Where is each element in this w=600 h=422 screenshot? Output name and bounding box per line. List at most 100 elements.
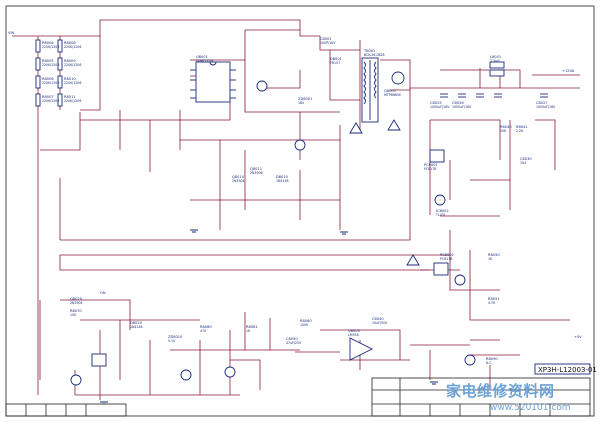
component-value: 2N3904 [232, 179, 245, 183]
component-value: MTP8N65E [384, 93, 401, 97]
component-ref: C8030 [520, 157, 532, 161]
transistor-symbol [224, 366, 236, 378]
port-label: +12VA [562, 69, 575, 73]
component-value: 220K/1206 [42, 45, 59, 49]
component-value: 220K/1206 [64, 81, 81, 85]
component-value: 1000uF/16V [452, 105, 472, 109]
ic-package [195, 61, 231, 103]
title-block [371, 377, 591, 417]
resistor-symbol [35, 57, 41, 71]
transistor-symbol [70, 374, 82, 386]
component-ref: C8025 [430, 101, 442, 105]
mosfet-symbol [391, 71, 405, 85]
component-ref: R8004 [42, 41, 54, 45]
component-value: 220K/1206 [42, 63, 59, 67]
transistor-symbol [464, 354, 476, 366]
opamp-symbol [349, 337, 374, 361]
component-ref: R8070 [70, 309, 82, 313]
drawing-number-box [534, 363, 591, 375]
component-ref: R8007 [42, 95, 54, 99]
resistor-symbol [57, 93, 63, 107]
component-ref: C8001 [320, 37, 332, 41]
component-ref: R8050 [488, 253, 500, 257]
warning-triangle [406, 254, 420, 266]
transistor-symbol [256, 80, 268, 92]
component-ref: C8026 [452, 101, 464, 105]
component-ref: ZD8010 [168, 335, 183, 339]
inductor-symbol [489, 61, 505, 69]
component-ref: R8040 [500, 125, 512, 129]
component-ref: Q8020 [70, 297, 83, 301]
component-ref: D8020 [130, 321, 143, 325]
port-label: ON [100, 291, 106, 295]
component-value: 220K/1206 [64, 63, 81, 67]
transistor-symbol [180, 369, 192, 381]
component-value: 1N4148 [276, 179, 289, 183]
resistor-symbol [57, 57, 63, 71]
component-value: 47uF/25V [286, 341, 302, 345]
component-value: 220K/1206 [42, 99, 59, 103]
inductor-symbol [489, 69, 505, 77]
component-ref: R8005 [42, 59, 54, 63]
component-labels: R8004220K/1206R8005220K/1206R8006220K/12… [42, 37, 556, 365]
resistor-symbol [35, 75, 41, 89]
component-ref: T8001 [363, 49, 375, 53]
component-ref: Q8011 [250, 167, 262, 171]
component-ref: R8006 [42, 77, 54, 81]
component-ref: U8001 [196, 55, 208, 59]
component-value: LM358 [348, 333, 359, 337]
component-value: N.C [486, 361, 492, 365]
component-value: 220K/1206 [64, 99, 81, 103]
resistor-symbol [57, 39, 63, 53]
component-ref: D8010 [276, 175, 289, 179]
resistor-symbol [35, 93, 41, 107]
component-value: PC817B [440, 257, 452, 261]
component-value: 18V [298, 101, 305, 105]
component-value: 1K [488, 257, 493, 261]
watermark-main: 家电维修资料网 [446, 382, 555, 400]
revision-table [5, 403, 127, 417]
component-value: 100P/1KV [320, 41, 336, 45]
optocoupler-symbol [429, 149, 445, 163]
components-symbols [35, 39, 548, 405]
component-value: 1K [246, 329, 251, 333]
transistor-symbol [434, 194, 446, 206]
wires-top [12, 19, 580, 395]
component-ref: C8027 [536, 101, 548, 105]
component-value: 10K [500, 129, 507, 133]
component-value: 220K/1206 [64, 45, 81, 49]
component-ref: R8009 [64, 59, 76, 63]
resistor-symbol [35, 39, 41, 53]
component-value: 2N3904 [70, 301, 83, 305]
optocoupler-symbol [91, 353, 107, 367]
component-ref: U8003 [348, 329, 360, 333]
transistor-symbol [454, 274, 466, 286]
drawing-number: XP3H-L12003-01 [538, 366, 597, 374]
component-value: 2N3906 [250, 171, 263, 175]
component-value: BCK-28-0828 [364, 53, 385, 57]
port-labels: VIN +12VA +5V ON [8, 31, 582, 339]
component-ref: PC8001 [424, 163, 438, 167]
wires-bottom [39, 299, 520, 400]
warning-triangle [349, 122, 363, 134]
component-value: 220K/1206 [42, 81, 59, 85]
component-value: 100K [300, 323, 309, 327]
component-ref: PC8002 [440, 253, 454, 257]
component-ref: Q8010 [232, 175, 245, 179]
port-label: +5V [574, 335, 582, 339]
component-ref: R8010 [64, 77, 76, 81]
component-ref: Q8001 [384, 89, 396, 93]
port-label: VIN [8, 31, 15, 35]
component-ref: C8050 [286, 337, 298, 341]
component-ref: D8001 [330, 57, 342, 61]
component-value: TL431 [435, 213, 446, 217]
transistor-symbol [294, 139, 306, 151]
watermark-url: www.520101.com [490, 403, 571, 413]
component-ref: R8090 [486, 357, 498, 361]
resistor-symbol [57, 75, 63, 89]
component-value: 4.7K [488, 301, 496, 305]
component-value: PC817B [424, 167, 436, 171]
component-value: FAN6755W [196, 59, 214, 63]
component-ref: L8001 [490, 55, 501, 59]
